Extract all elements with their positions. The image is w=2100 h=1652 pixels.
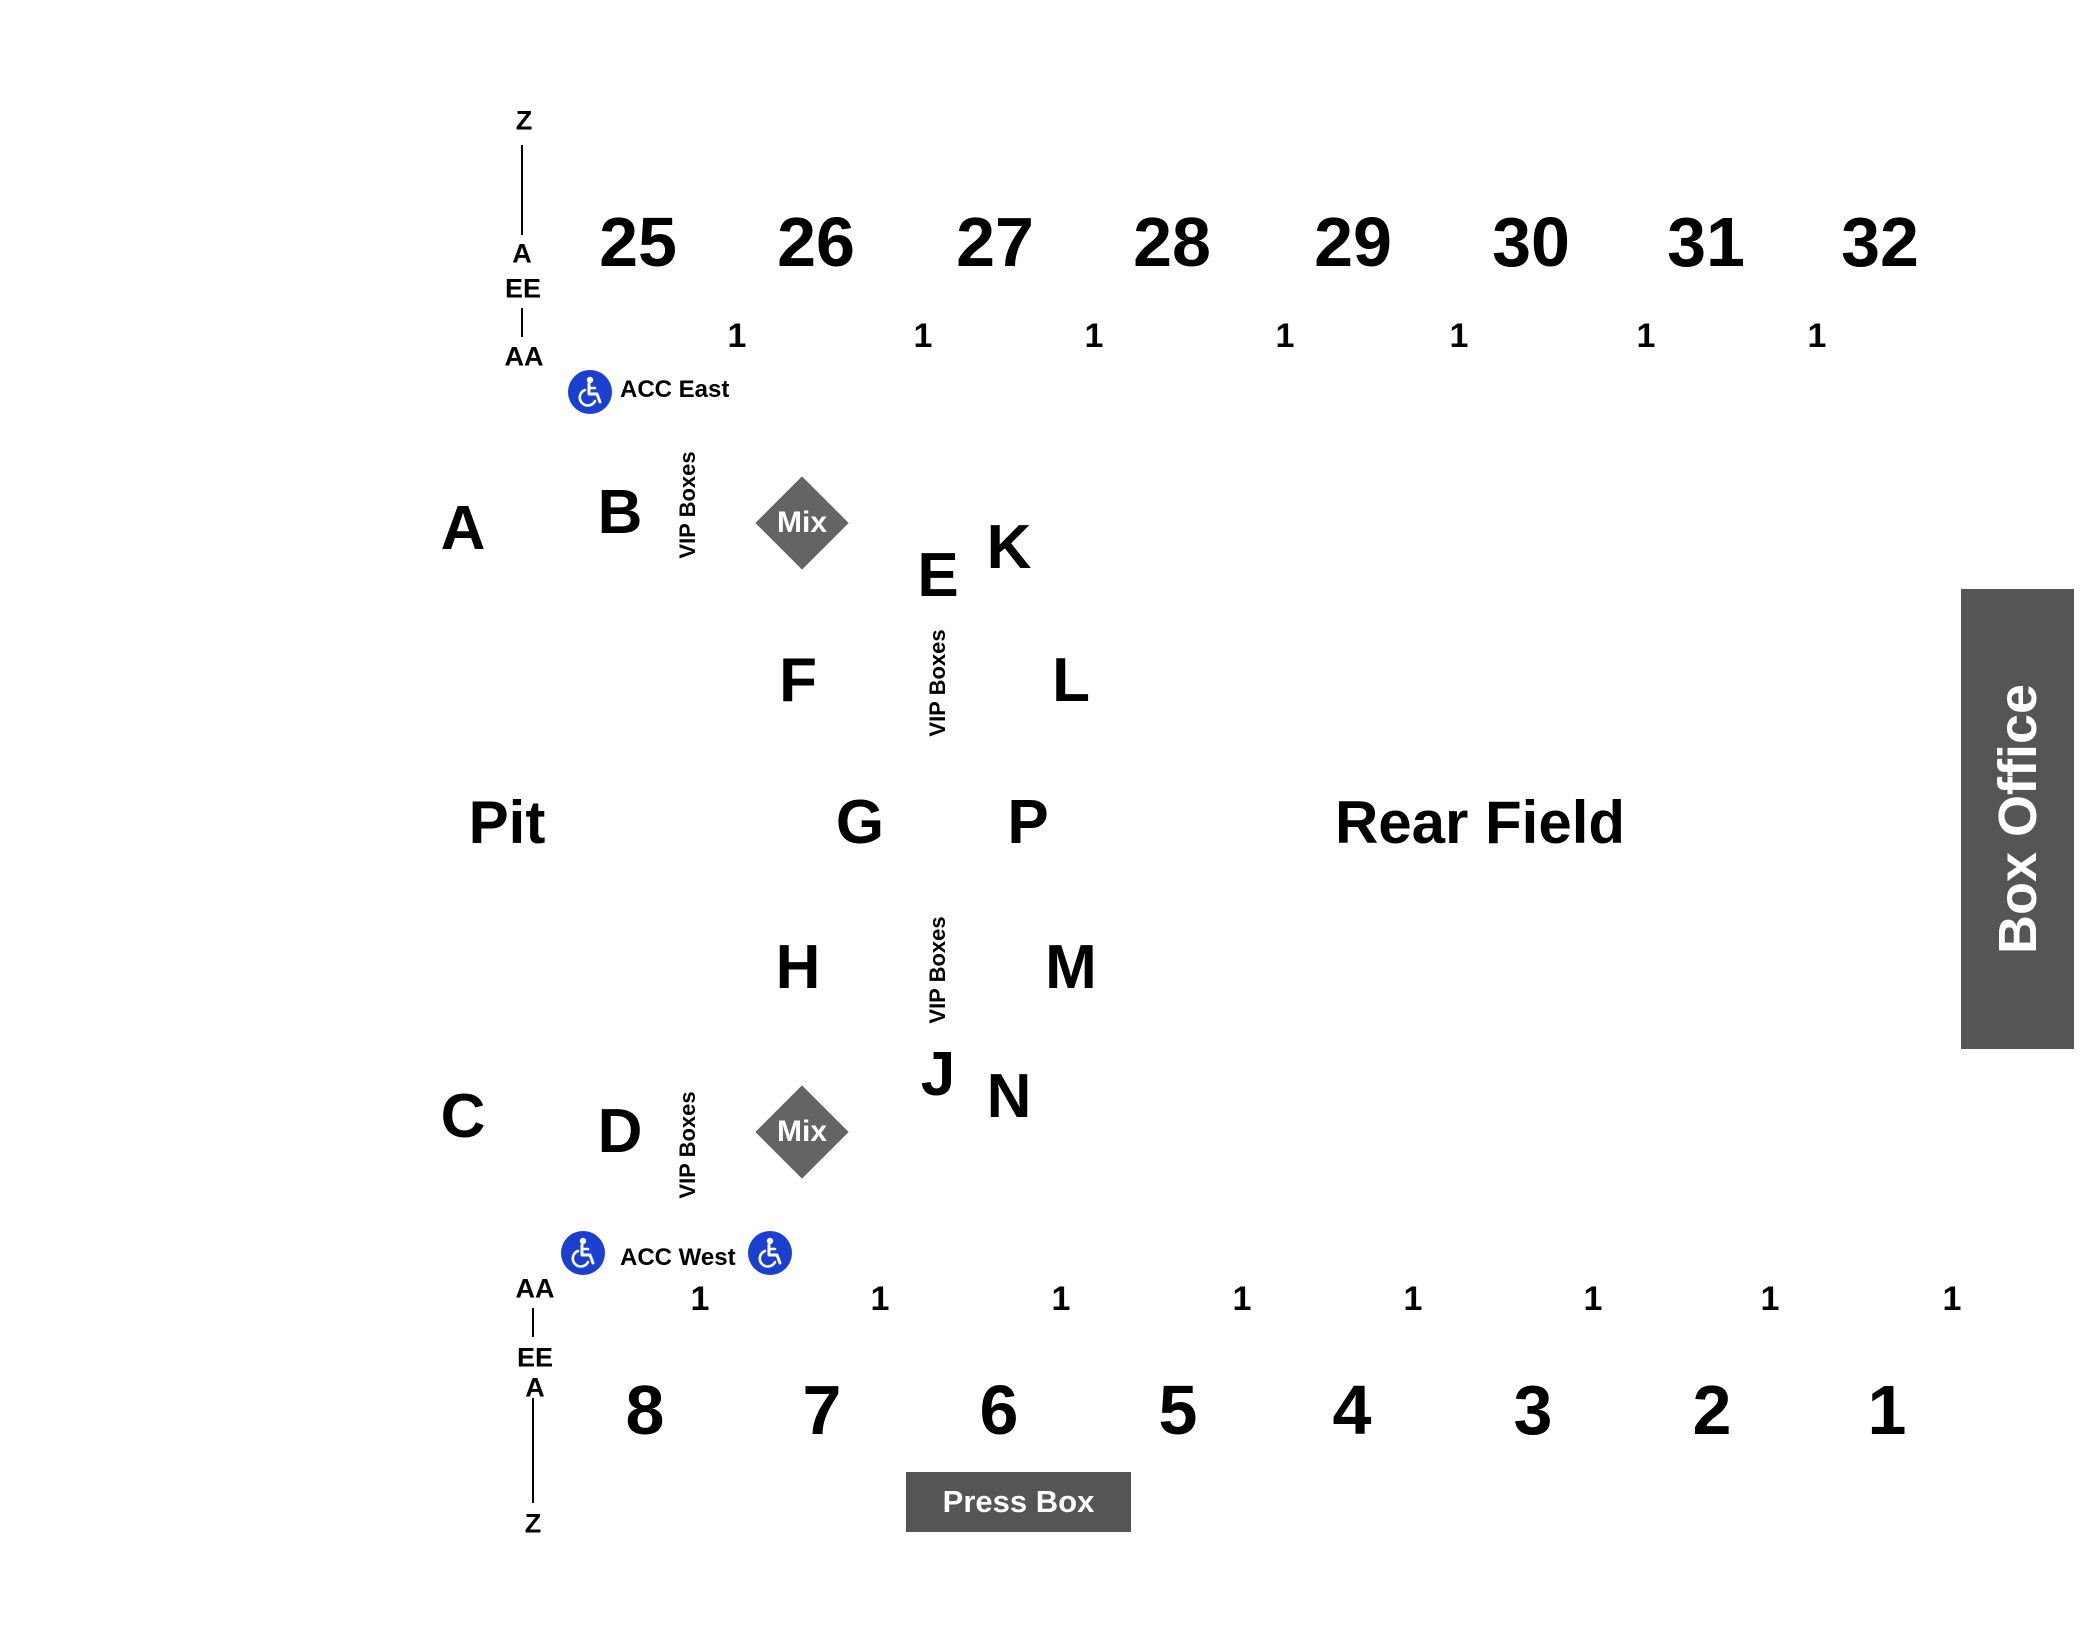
section-h[interactable]: H: [775, 933, 821, 1002]
vip-boxes-label: VIP Boxes: [925, 916, 950, 1024]
top-seat-1: 1: [1449, 317, 1469, 355]
bottom-row-ee: EE: [516, 1342, 554, 1373]
section-26[interactable]: 26: [777, 203, 855, 281]
section-n[interactable]: N: [986, 1062, 1032, 1131]
section-32[interactable]: 32: [1841, 203, 1919, 281]
top-row-ee: EE: [504, 273, 542, 304]
section-l[interactable]: L: [1052, 646, 1090, 715]
wheelchair-icon: [748, 1231, 792, 1275]
section-a[interactable]: A: [440, 494, 486, 563]
section-3[interactable]: 3: [1513, 1371, 1553, 1449]
section-e[interactable]: E: [917, 541, 959, 610]
box-office-label: Box Office: [1987, 683, 2048, 955]
section-6[interactable]: 6: [979, 1371, 1019, 1449]
wheelchair-icon: [561, 1231, 605, 1275]
top-seat-1: 1: [1084, 317, 1104, 355]
vip-boxes-label: VIP Boxes: [925, 629, 950, 737]
section-4[interactable]: 4: [1332, 1371, 1372, 1449]
top-seat-1: 1: [1636, 317, 1656, 355]
section-27[interactable]: 27: [956, 203, 1034, 281]
bottom-seat-1: 1: [1583, 1280, 1603, 1318]
mix-label: Mix: [776, 1115, 828, 1148]
section-p[interactable]: P: [1007, 788, 1049, 857]
section-b[interactable]: B: [597, 478, 643, 547]
bottom-seat-1: 1: [1942, 1280, 1962, 1318]
bottom-seat-1: 1: [1051, 1280, 1071, 1318]
bottom-row-z: Z: [524, 1508, 542, 1539]
top-row-a: A: [512, 238, 532, 269]
bottom-row-a: A: [525, 1372, 545, 1403]
press-box-label: Press Box: [942, 1484, 1095, 1519]
section-1[interactable]: 1: [1867, 1371, 1907, 1449]
section-f[interactable]: F: [779, 646, 817, 715]
section-7[interactable]: 7: [802, 1371, 842, 1449]
top-seat-1: 1: [727, 317, 747, 355]
section-m[interactable]: M: [1045, 933, 1097, 1002]
section-29[interactable]: 29: [1314, 203, 1392, 281]
top-seat-1: 1: [913, 317, 933, 355]
acc-west-label: ACC West: [620, 1244, 736, 1271]
top-seat-1: 1: [1807, 317, 1827, 355]
press-box: Press Box: [906, 1472, 1131, 1532]
section-5[interactable]: 5: [1158, 1371, 1198, 1449]
section-2[interactable]: 2: [1692, 1371, 1732, 1449]
mix-label: Mix: [776, 506, 828, 539]
section-28[interactable]: 28: [1133, 203, 1211, 281]
section-30[interactable]: 30: [1492, 203, 1570, 281]
section-k[interactable]: K: [986, 513, 1032, 582]
bottom-seat-1: 1: [1403, 1280, 1423, 1318]
bottom-seat-1: 1: [1232, 1280, 1252, 1318]
acc-east-label: ACC East: [620, 376, 730, 403]
vip-boxes-label: VIP Boxes: [675, 1091, 700, 1199]
section-c[interactable]: C: [440, 1082, 486, 1151]
section-31[interactable]: 31: [1667, 203, 1745, 281]
section-j[interactable]: J: [920, 1040, 956, 1109]
rear-field-area[interactable]: Rear Field: [1334, 789, 1626, 856]
bottom-seat-1: 1: [870, 1280, 890, 1318]
wheelchair-icon: [568, 370, 612, 414]
top-row-z: Z: [515, 105, 533, 136]
section-g[interactable]: G: [835, 788, 885, 857]
pit-area[interactable]: Pit: [468, 789, 546, 856]
top-row-aa: AA: [504, 341, 544, 372]
box-office: Box Office: [1961, 589, 2074, 1049]
top-seat-1: 1: [1275, 317, 1295, 355]
section-d[interactable]: D: [597, 1097, 643, 1166]
bottom-row-aa: AA: [515, 1273, 555, 1304]
vip-boxes-label: VIP Boxes: [675, 451, 700, 559]
bottom-seat-1: 1: [690, 1280, 710, 1318]
section-8[interactable]: 8: [625, 1371, 665, 1449]
bottom-seat-1: 1: [1760, 1280, 1780, 1318]
section-25[interactable]: 25: [599, 203, 677, 281]
